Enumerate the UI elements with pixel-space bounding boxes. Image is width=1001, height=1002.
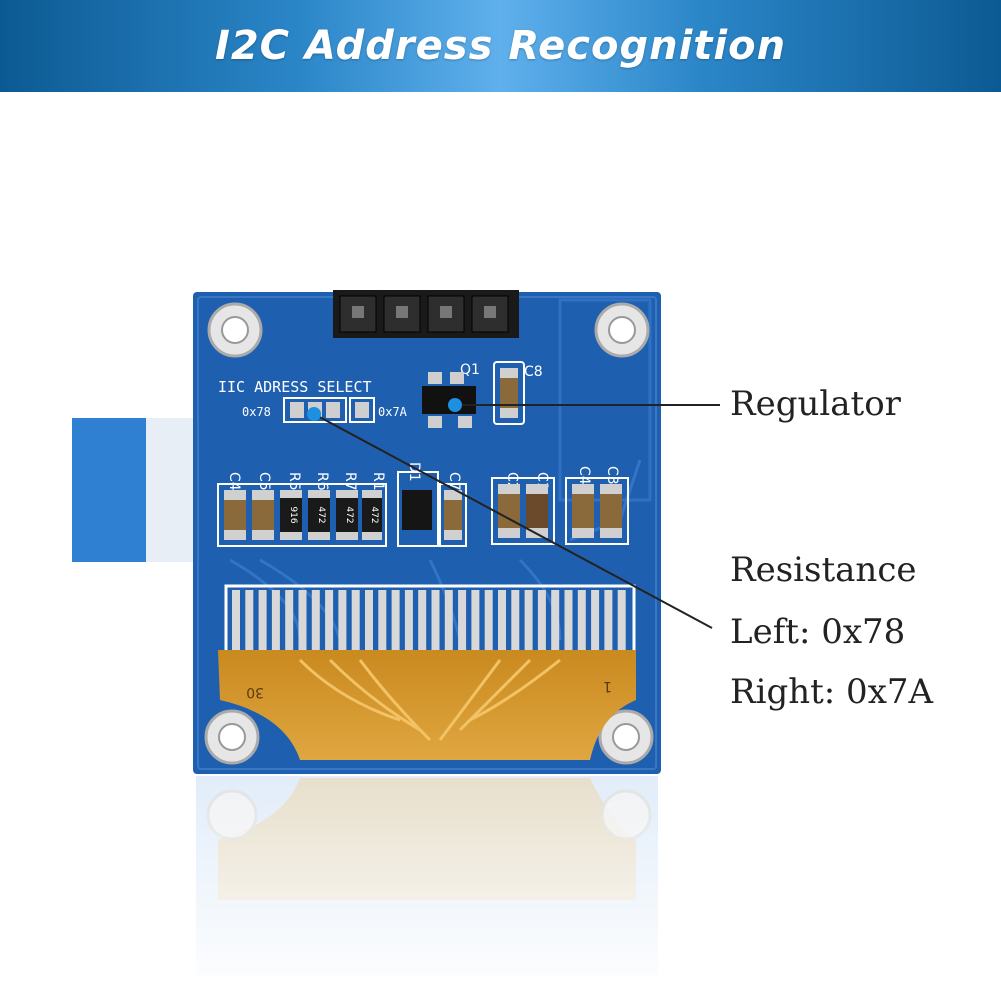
component-label: R7 — [342, 472, 358, 491]
fpc-pin — [444, 590, 453, 652]
fpc-pin — [484, 590, 493, 652]
fpc-pin — [604, 590, 613, 652]
resistor-code: 472 — [369, 506, 379, 523]
left-address-label: Left: 0x78 — [730, 612, 906, 652]
callout-resistance — [307, 407, 713, 629]
component-label: C3 — [604, 466, 620, 485]
fpc-pin — [378, 590, 387, 652]
component-label: R6 — [314, 472, 330, 491]
fpc-pin-30-label: 30 — [246, 684, 264, 700]
banner-title: I2C Address Recognition — [214, 23, 787, 69]
component-label: C7 — [446, 472, 462, 491]
fpc-pin — [431, 590, 440, 652]
flex-cable: 30 1 — [218, 650, 636, 760]
smd-component-row: 916 472 472 472 — [217, 471, 629, 547]
fpc-pin — [271, 590, 280, 652]
fpc-pin — [338, 590, 347, 652]
fpc-pin — [498, 590, 506, 652]
fpc-pin — [458, 590, 467, 652]
fpc-pin — [232, 590, 240, 652]
pin-header — [333, 290, 519, 338]
fpc-pin — [351, 590, 360, 652]
component-label: C4 — [576, 466, 592, 485]
fpc-pin — [471, 590, 480, 652]
silkscreen-left-address: 0x78 — [242, 405, 271, 419]
fpc-pin — [391, 590, 400, 652]
fpc-pin — [258, 590, 267, 652]
component-label: C5 — [256, 472, 272, 491]
resistor-code: 916 — [288, 506, 298, 523]
fpc-pin — [551, 590, 560, 652]
fpc-pin — [564, 590, 573, 652]
component-label: R1 — [370, 472, 386, 491]
ribbon-tab — [72, 418, 194, 562]
silkscreen-c8: C8 — [524, 364, 543, 380]
fpc-pin — [325, 590, 334, 652]
mounting-hole — [207, 302, 263, 358]
fpc-pin — [298, 590, 307, 652]
fpc-pin — [524, 590, 533, 652]
regulator-label: Regulator — [730, 384, 901, 424]
fpc-pin — [404, 590, 413, 652]
fpc-pin — [418, 590, 427, 652]
fpc-pin — [537, 590, 546, 652]
fpc-pin-1-label: 1 — [603, 678, 612, 694]
silkscreen-q1: Q1 — [460, 362, 480, 378]
mounting-hole — [594, 302, 650, 358]
right-address-label: Right: 0x7A — [730, 672, 934, 712]
fpc-pin — [577, 590, 586, 652]
resistor-code: 472 — [316, 506, 326, 523]
title-banner: I2C Address Recognition — [0, 0, 1001, 92]
silkscreen-select-text: IIC ADRESS SELECT — [218, 378, 372, 396]
regulator-chip — [422, 372, 476, 428]
board-reflection — [190, 776, 660, 1002]
fpc-connector — [224, 584, 636, 658]
callout-regulator — [448, 398, 720, 412]
fpc-pin — [617, 590, 626, 652]
component-label: C4 — [226, 472, 242, 491]
mounting-hole — [598, 709, 654, 765]
silkscreen-right-address: 0x7A — [378, 405, 408, 419]
fpc-pin — [311, 590, 320, 652]
mounting-hole — [204, 709, 260, 765]
resistance-label: Resistance — [730, 550, 917, 590]
fpc-pin — [365, 590, 373, 652]
component-label: R5 — [286, 472, 302, 491]
fpc-pin — [591, 590, 600, 652]
fpc-pin — [245, 590, 254, 652]
fpc-pin — [285, 590, 294, 652]
resistor-code: 472 — [344, 506, 354, 523]
fpc-pin — [511, 590, 520, 652]
